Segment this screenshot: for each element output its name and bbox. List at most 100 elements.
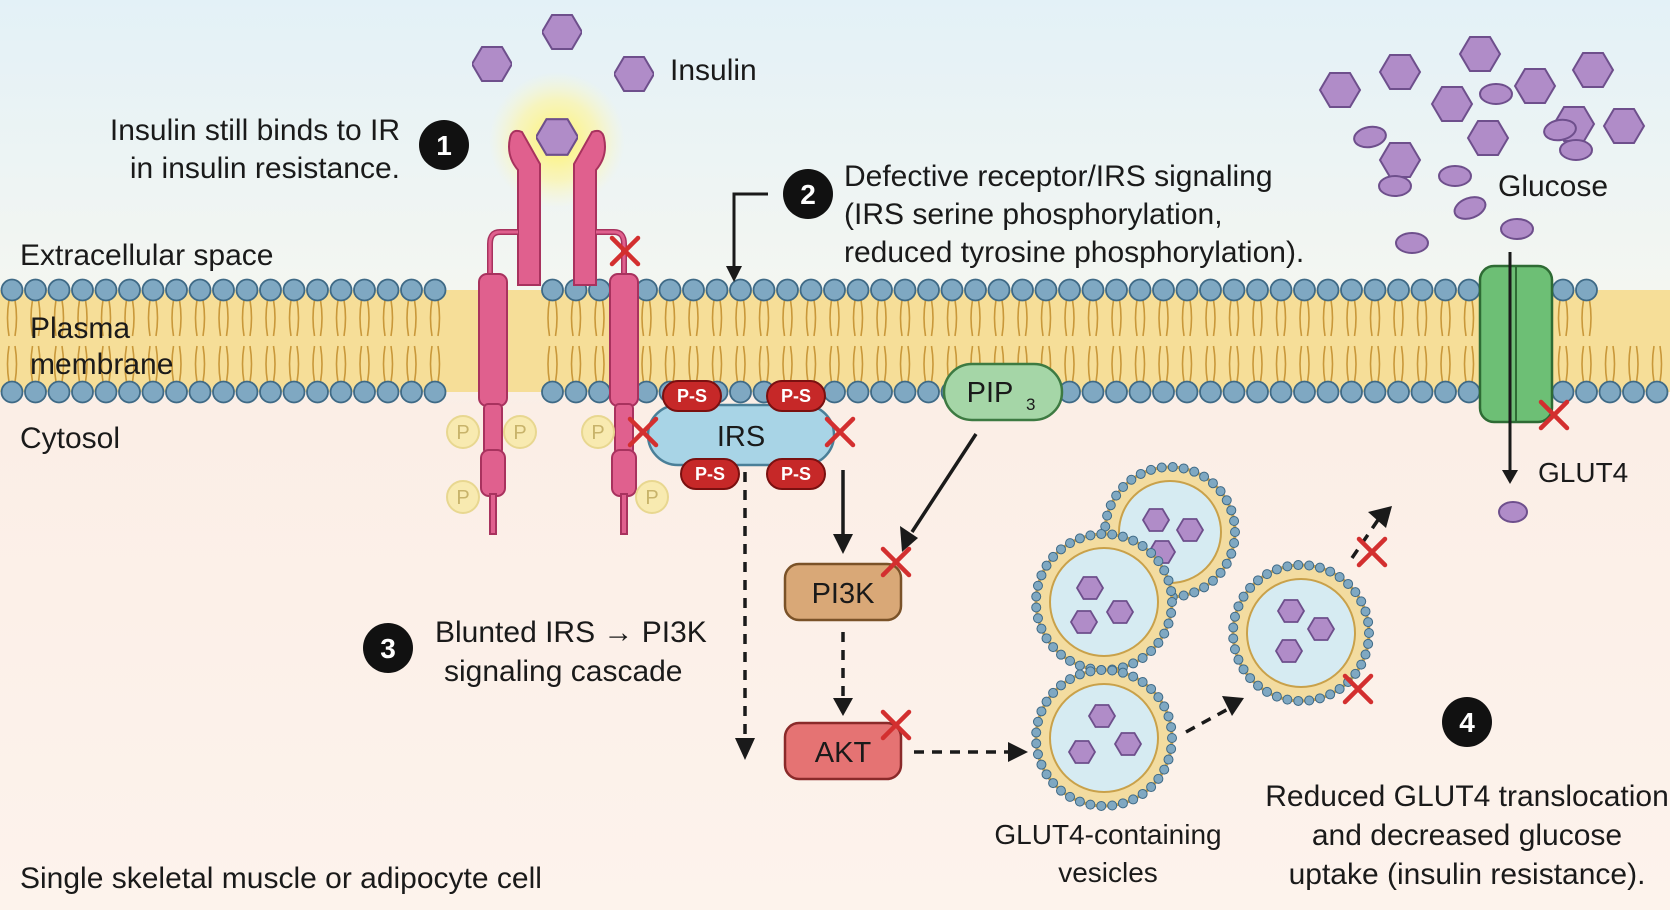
irs-label: IRS [717,421,765,453]
step-2-text-1: Defective receptor/IRS signaling [844,160,1273,193]
phospholipid-head [1152,380,1175,404]
phospholipid-head [917,380,940,404]
phospholipid-head [1622,380,1645,404]
phosphate-label: P [591,422,604,444]
phospholipid-head [1551,380,1575,404]
phospholipid-head [987,278,1011,302]
phospholipid-head [1152,278,1175,302]
step-4-text-2: and decreased glucose [1312,819,1622,852]
phospholipid-head [541,380,564,404]
receptor-alpha-left [508,129,541,286]
phospholipid-head [118,380,141,404]
phospholipid-head [1551,278,1575,302]
phospholipid-head [870,380,893,404]
phospholipid-head [165,278,188,302]
pip3-node [942,362,1064,422]
phospholipid-head [729,278,752,302]
phospholipid-head [1269,380,1293,404]
step-4-number: 4 [1459,707,1475,738]
inhibition-x-icon [627,416,659,448]
glut4-transporter [1478,252,1554,484]
phosphate-circle [635,480,669,514]
glucose-molecule [1513,68,1557,104]
insulin-molecule [542,14,582,50]
phospholipid-head [682,278,705,302]
ps-label: P-S [695,464,725,484]
pip3-subscript: 3 [1026,395,1035,414]
step-2-badge [783,169,833,219]
glucose-molecule [1318,72,1362,108]
step-1-text-2: in insulin resistance. [130,152,400,185]
glucose-molecule [1378,175,1412,197]
glucose-molecule [1458,36,1502,72]
phospholipid-head [917,278,940,302]
phospholipid-head [188,278,212,302]
glucose-molecule [1479,83,1513,105]
step-3-number: 3 [380,633,396,664]
insulin-molecule [472,46,512,82]
pathway-arrows [743,433,1380,754]
glut4-vesicle [1031,529,1177,675]
inhibition-x-icon [1342,673,1374,705]
inhibition-x-icon [880,546,912,578]
step-3-text-2: signaling cascade [444,655,683,688]
phospholipid-head [376,278,400,302]
phospholipid-head [423,380,447,404]
phospholipid-head [823,278,846,302]
phospholipid-head [752,278,776,302]
phospholipid-head [1293,278,1316,302]
phospholipid-head [1410,278,1434,302]
glucose-molecule [1395,232,1429,254]
phospholipid-head [306,380,329,404]
phospholipid-head [329,380,353,404]
glucose-molecule [1559,139,1593,161]
phospholipid-head [353,278,376,302]
phospholipid-head [1011,278,1034,302]
phospholipid-head [24,278,47,302]
phospholipid-head [1410,380,1434,404]
phospholipid-head [71,380,94,404]
inhibition-x-icon [1356,536,1388,568]
phospholipid-head [1199,380,1222,404]
phospholipid-head [24,380,47,404]
phospholipid-head [1081,380,1105,404]
ps-badge: P-S [766,380,826,412]
inhibition-x-icon [1538,399,1570,431]
receptor-beta-left [478,273,508,407]
plasma-membrane [0,290,1670,392]
phospholipid-head [1081,278,1105,302]
bound-insulin [536,118,578,156]
phospholipid-head [423,278,447,302]
insulin-label: Insulin [670,54,757,87]
phospholipid-head [1340,380,1363,404]
akt-label: AKT [815,737,872,769]
glucose-molecule [1438,165,1472,187]
phospholipid-head [776,278,799,302]
phospholipid-head [165,380,188,404]
step-3-badge [363,623,413,673]
step-2-pointer [732,192,768,270]
step-1-badge [419,120,469,170]
glucose-molecule [1466,120,1510,156]
phospholipid-head [846,278,870,302]
phospholipid-head [1434,380,1457,404]
glucose-molecules [1318,36,1646,254]
inhibition-x-icon [609,235,641,267]
phospholipid-head [1269,278,1293,302]
phospholipid-head [1457,278,1481,302]
phospholipid-head [47,278,71,302]
pip3-to-pi3k-arrow [910,433,978,533]
phospholipid-head [141,278,165,302]
phospholipid-head [1387,380,1410,404]
vesicles-label-2: vesicles [1058,857,1158,888]
phospholipid-head [259,278,282,302]
step-2-number: 2 [800,179,816,210]
phospholipid-head [799,278,823,302]
pi3k-label: PI3K [812,578,876,610]
step-2-text-3: reduced tyrosine phosphorylation). [844,236,1304,269]
phosphate-circle [446,415,480,449]
phospholipid-head [658,278,682,302]
phospholipid-head [306,278,329,302]
phospholipid-head [705,278,729,302]
phospholipid-heads-inner [0,380,1669,404]
